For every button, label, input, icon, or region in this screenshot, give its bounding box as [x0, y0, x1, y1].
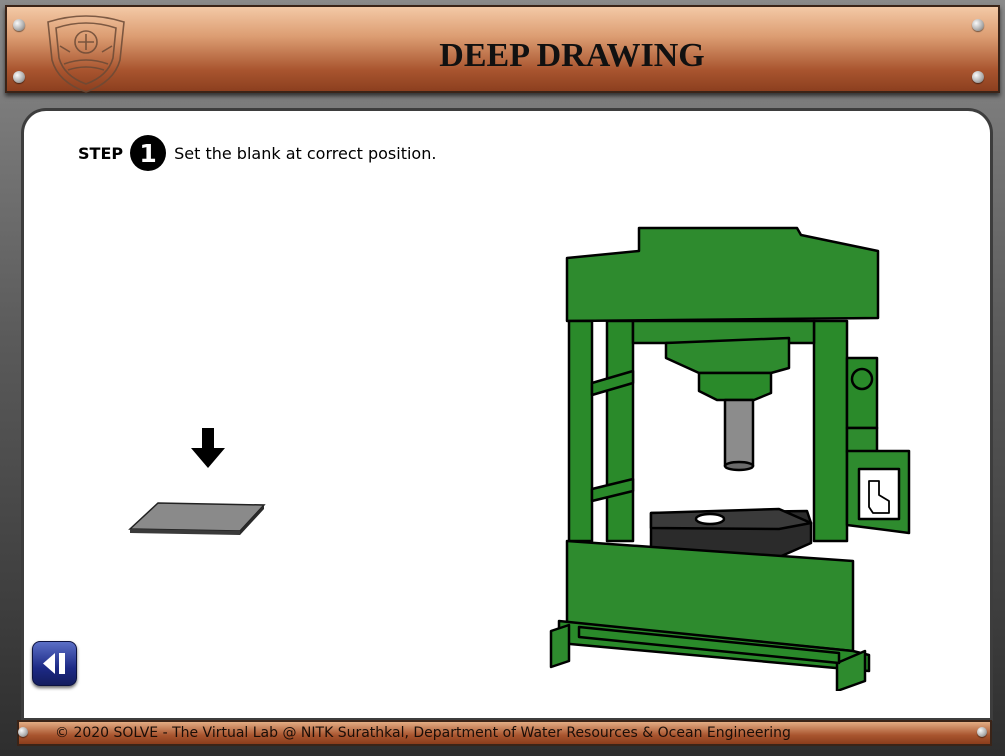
- rivet-icon: [972, 19, 984, 31]
- header-bar: DEEP DRAWING: [5, 5, 1000, 93]
- back-button[interactable]: [32, 641, 77, 686]
- rivet-icon: [13, 71, 25, 83]
- step-number-badge: 1: [130, 135, 167, 171]
- footer-bar: © 2020 SOLVE - The Virtual Lab @ NITK Su…: [17, 720, 992, 746]
- down-arrow-icon: [191, 428, 225, 468]
- content-panel: STEP 1 Set the blank at correct position…: [24, 111, 990, 718]
- hydraulic-press: [549, 226, 911, 691]
- page-title: DEEP DRAWING: [439, 37, 705, 74]
- footer-copyright: © 2020 SOLVE - The Virtual Lab @ NITK Su…: [55, 725, 791, 741]
- nitk-emblem-logo: [47, 15, 125, 93]
- step-label: STEP: [78, 143, 124, 163]
- step-instruction-text: Set the blank at correct position.: [174, 143, 437, 163]
- rivet-icon: [972, 71, 984, 83]
- step-instruction: STEP 1 Set the blank at correct position…: [78, 135, 436, 171]
- blank-sheet[interactable]: [128, 499, 268, 539]
- rivet-icon: [13, 19, 25, 31]
- rivet-icon: [977, 727, 987, 737]
- back-arrow-icon: [43, 653, 65, 674]
- rivet-icon: [18, 727, 28, 737]
